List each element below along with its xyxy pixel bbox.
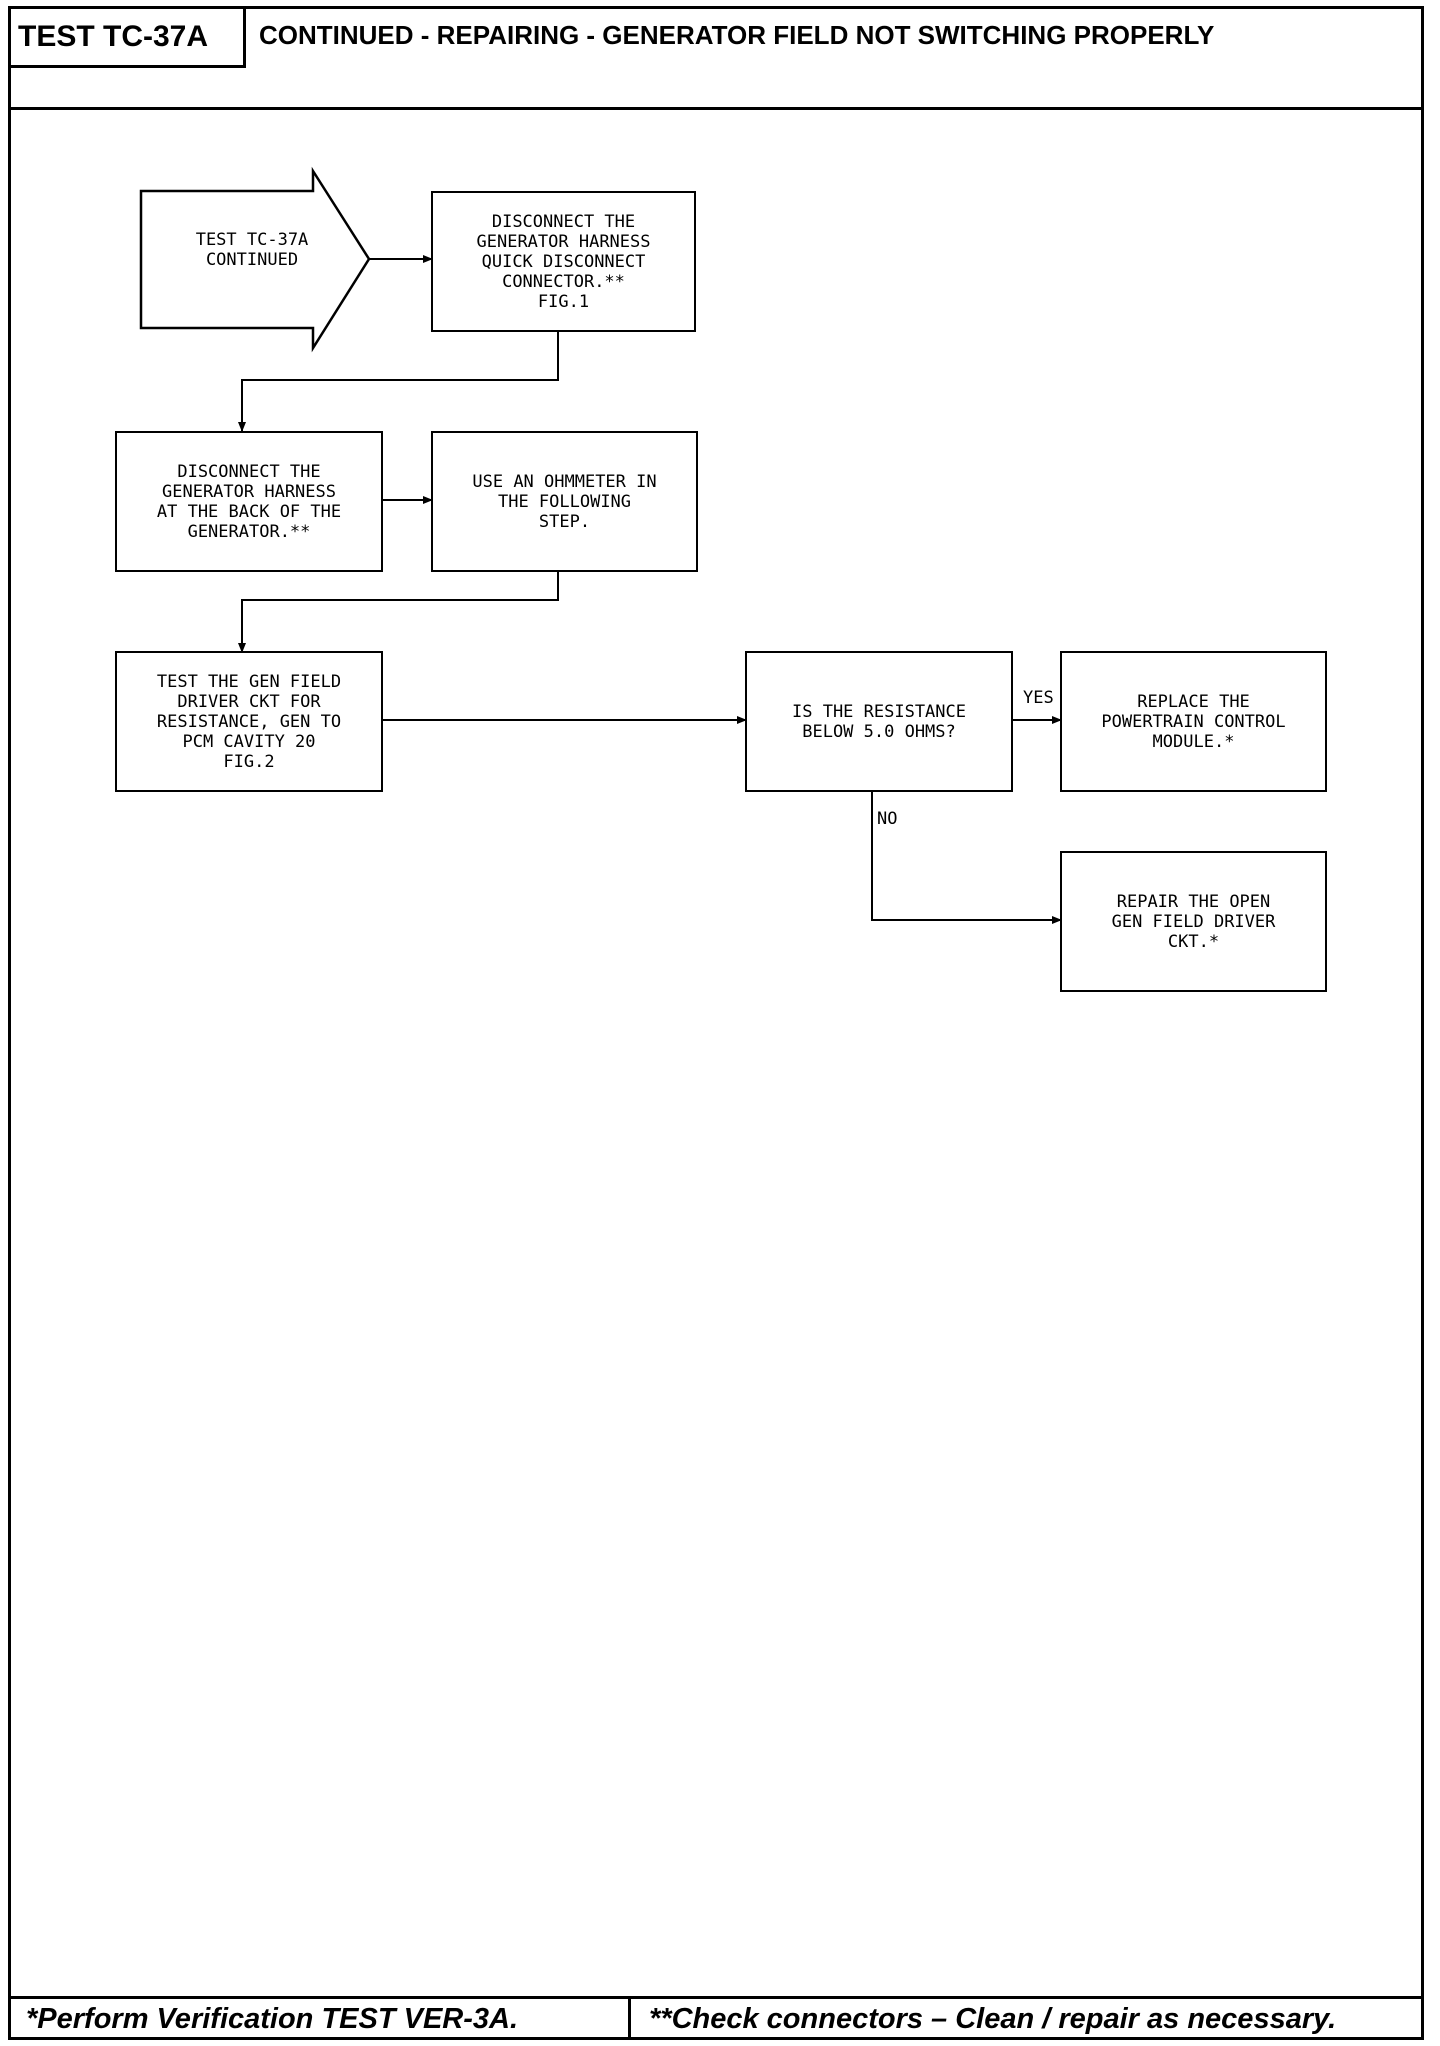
connector-step1-step2 [238,331,559,432]
connector-no [871,791,1062,924]
step-disconnect-quick-connector: DISCONNECT THE GENERATOR HARNESS QUICK D… [431,191,696,332]
start-arrow-shape [139,166,371,353]
step-test-field-driver-text: TEST THE GEN FIELD DRIVER CKT FOR RESIST… [156,671,342,772]
decision-resistance: IS THE RESISTANCE BELOW 5.0 OHMS? [745,651,1013,792]
decision-resistance-text: IS THE RESISTANCE BELOW 5.0 OHMS? [792,701,966,742]
footer-divider [628,1996,631,2040]
no-label: NO [877,809,898,829]
result-repair-open-ckt-text: REPAIR THE OPEN GEN FIELD DRIVER CKT.* [1111,891,1276,952]
page-title: CONTINUED - REPAIRING - GENERATOR FIELD … [259,20,1215,50]
test-id: TEST TC-37A [18,20,209,53]
step-test-field-driver: TEST THE GEN FIELD DRIVER CKT FOR RESIST… [115,651,383,792]
step-use-ohmmeter-text: USE AN OHMMETER IN THE FOLLOWING STEP. [472,471,657,532]
connector-step3-step4 [238,571,559,653]
step-disconnect-quick-connector-text: DISCONNECT THE GENERATOR HARNESS QUICK D… [476,211,651,312]
result-repair-open-ckt: REPAIR THE OPEN GEN FIELD DRIVER CKT.* [1060,851,1327,992]
step-use-ohmmeter: USE AN OHMMETER IN THE FOLLOWING STEP. [431,431,698,572]
step-disconnect-generator-harness: DISCONNECT THE GENERATOR HARNESS AT THE … [115,431,383,572]
result-replace-pcm: REPLACE THE POWERTRAIN CONTROL MODULE.* [1060,651,1327,792]
start-label: TEST TC-37A CONTINUED [195,230,309,270]
yes-label: YES [1023,688,1054,708]
step-disconnect-generator-harness-text: DISCONNECT THE GENERATOR HARNESS AT THE … [156,461,342,542]
footer-bar [8,1996,1424,2040]
result-replace-pcm-text: REPLACE THE POWERTRAIN CONTROL MODULE.* [1101,691,1286,752]
footer-note-1: *Perform Verification TEST VER-3A. [26,2003,519,2035]
footer-note-2: **Check connectors – Clean / repair as n… [649,2003,1337,2035]
test-id-box [8,6,246,68]
